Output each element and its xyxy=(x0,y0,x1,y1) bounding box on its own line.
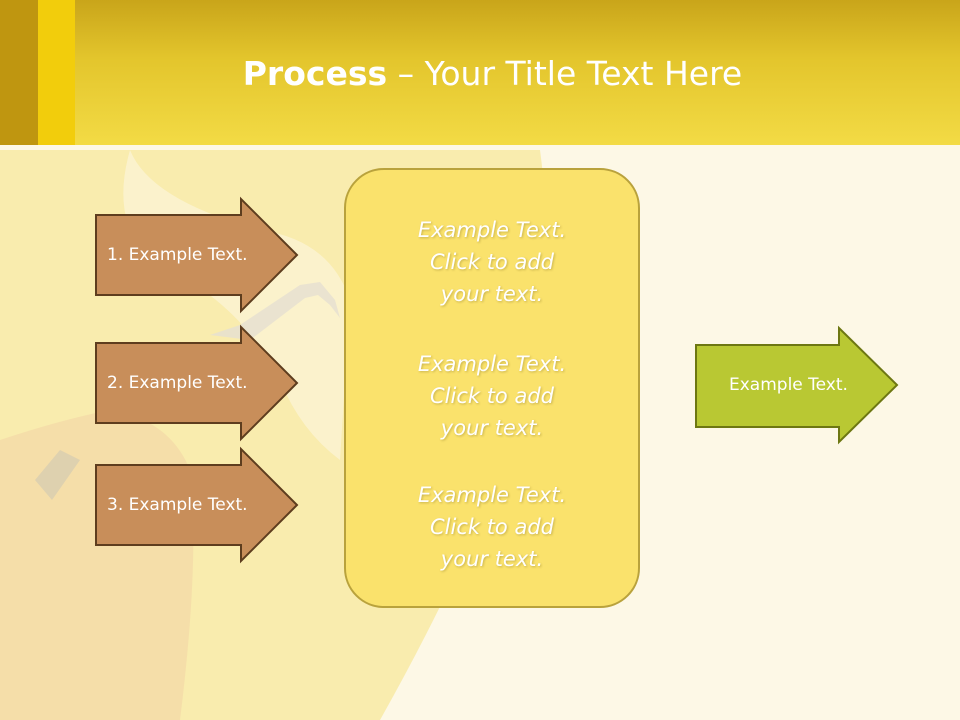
title-rest: – Your Title Text Here xyxy=(387,54,743,93)
center-block-2-line-3: your text. xyxy=(440,416,544,440)
center-block-1: Example Text. Click to add your text. xyxy=(346,214,638,310)
left-arrow-1[interactable]: 1. Example Text. xyxy=(95,196,299,314)
arrow-label-2: 2. Example Text. xyxy=(107,373,248,393)
header-band: Process – Your Title Text Here xyxy=(0,0,960,145)
header-accent-stripe-dark xyxy=(0,0,38,145)
arrow-shape xyxy=(695,325,899,445)
title-bold: Process xyxy=(242,54,388,93)
center-block-3-line-2: Click to add xyxy=(429,515,554,539)
arrow-label-3: 3. Example Text. xyxy=(107,495,248,515)
arrow-shape xyxy=(95,446,299,564)
header-accent-stripe-bright xyxy=(38,0,75,145)
center-block-2: Example Text. Click to add your text. xyxy=(346,348,638,444)
left-arrow-2[interactable]: 2. Example Text. xyxy=(95,324,299,442)
right-arrow-label: Example Text. xyxy=(729,375,848,395)
arrow-label-1: 1. Example Text. xyxy=(107,245,248,265)
center-block-3-line-3: your text. xyxy=(440,547,544,571)
left-arrow-3[interactable]: 3. Example Text. xyxy=(95,446,299,564)
center-block-2-line-2: Click to add xyxy=(429,384,554,408)
center-block-3: Example Text. Click to add your text. xyxy=(346,479,638,575)
center-block-1-line-3: your text. xyxy=(440,282,544,306)
arrow-shape xyxy=(95,324,299,442)
arrow-shape xyxy=(95,196,299,314)
center-block-3-line-1: Example Text. xyxy=(417,483,567,507)
center-block-1-line-1: Example Text. xyxy=(417,218,567,242)
center-block-1-line-2: Click to add xyxy=(429,250,554,274)
center-block-2-line-1: Example Text. xyxy=(417,352,567,376)
center-text-box[interactable]: Example Text. Click to add your text. Ex… xyxy=(344,168,640,608)
slide-title[interactable]: Process – Your Title Text Here xyxy=(0,52,960,96)
right-arrow[interactable]: Example Text. xyxy=(695,325,899,445)
